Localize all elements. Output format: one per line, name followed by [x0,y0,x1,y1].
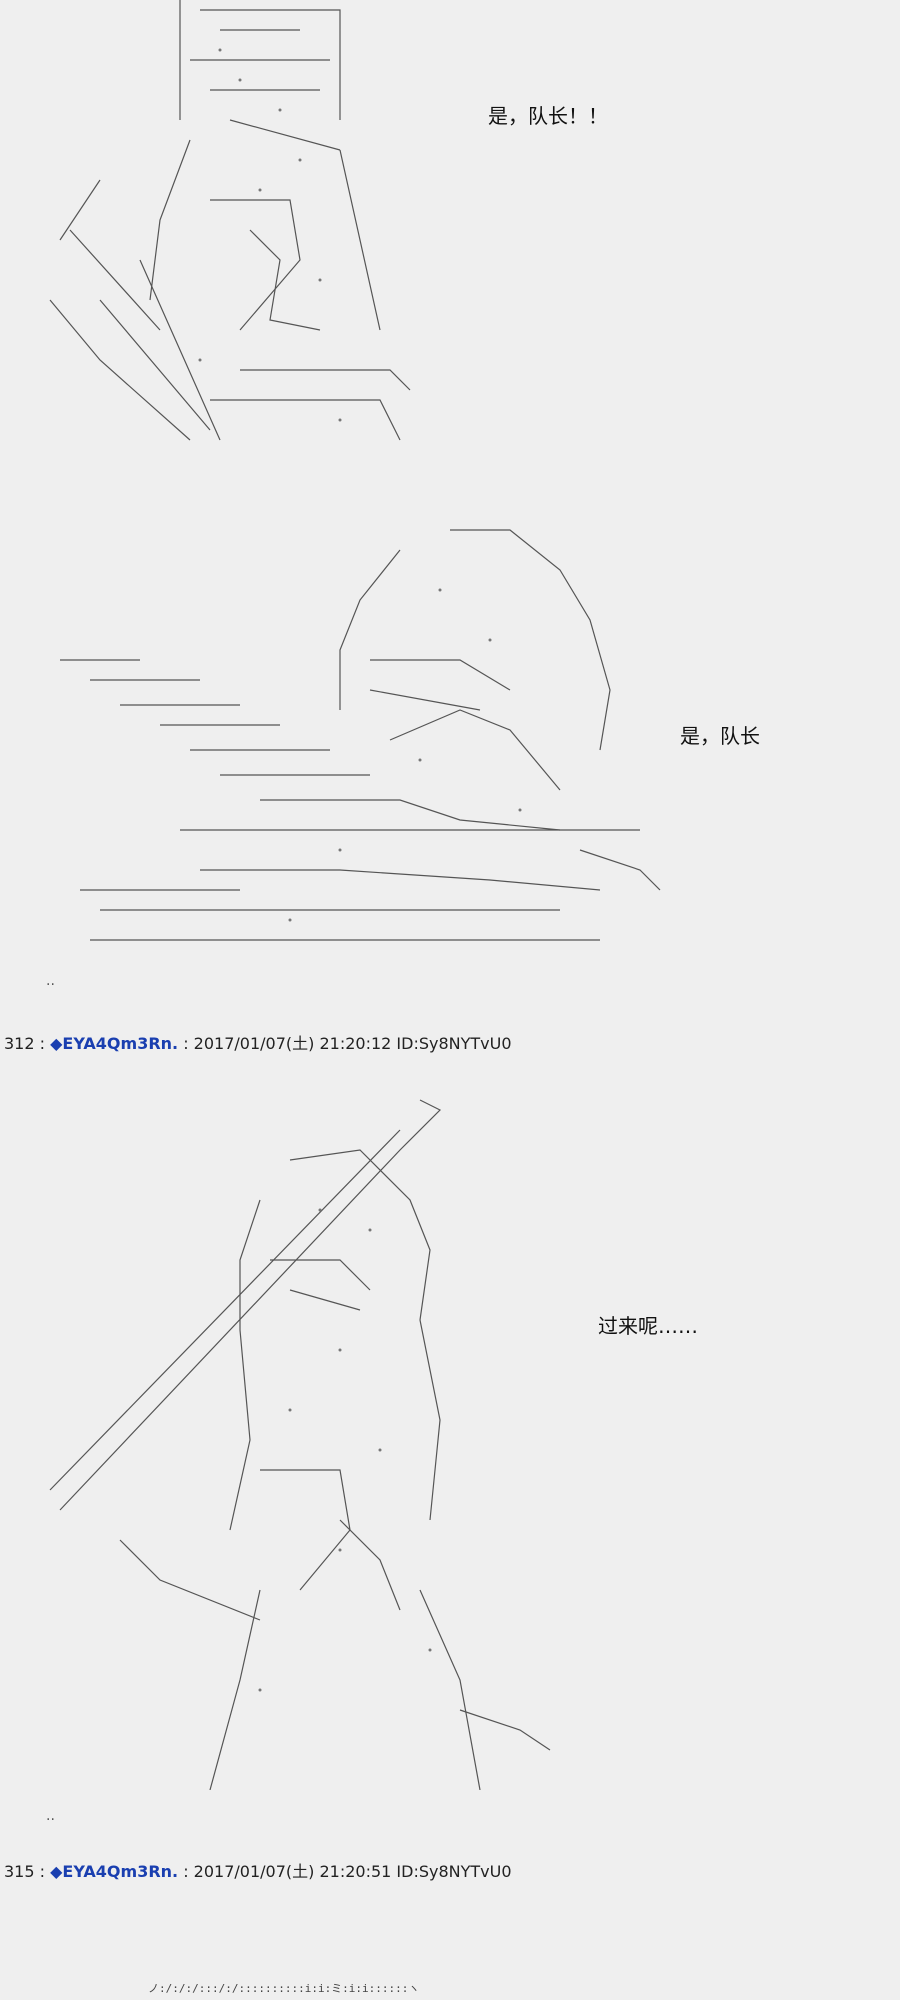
dialogue-text: 过来呢…… [598,1314,698,1338]
aa-panel-3: 过来呢…… .. [0,1080,900,1840]
dialogue-text: 是，队长！！ [488,104,608,128]
post-header: 312 : ◆EYA4Qm3Rn. : 2017/01/07(土) 21:20:… [4,1030,512,1054]
dialogue-text: 是，队长 [680,724,760,748]
aa-panel-1: 是，队长！！ [0,0,900,460]
post-meta: : 2017/01/07(土) 21:20:51 ID:Sy8NYTvU0 [178,1862,512,1881]
ascii-art-fragment: ノ:/:/:/:::/:/::::::::::i:i:ミ:i:i::::::ヽ [148,1982,420,1995]
ascii-art-figure-kneeling [40,0,420,450]
poster-tripcode[interactable]: ◆EYA4Qm3Rn. [50,1862,179,1881]
poster-tripcode[interactable]: ◆EYA4Qm3Rn. [50,1034,179,1053]
separator-dots: .. [46,1808,55,1824]
ascii-art-figure-with-staff [40,1090,600,1790]
post-number: 312 [4,1034,35,1053]
post-number: 315 [4,1862,35,1881]
post-header: 315 : ◆EYA4Qm3Rn. : 2017/01/07(土) 21:20:… [4,1858,512,1882]
ascii-art-figure-dashing [40,510,700,960]
post-meta: : 2017/01/07(土) 21:20:12 ID:Sy8NYTvU0 [178,1034,512,1053]
post-separator: : [34,1034,51,1053]
post-separator: : [34,1862,51,1881]
separator-dots: .. [46,973,55,989]
aa-panel-2: 是，队长 .. [0,510,900,990]
